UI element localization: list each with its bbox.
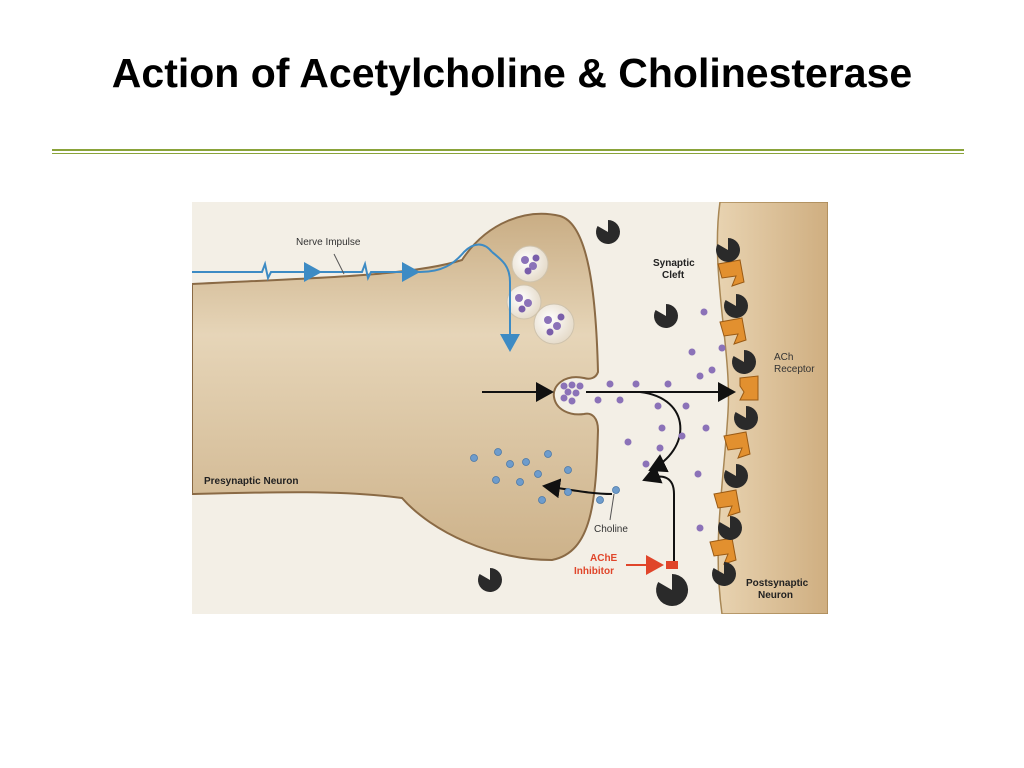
- nerve-impulse-label: Nerve Impulse: [296, 237, 361, 248]
- impulse-arrow: [491, 251, 520, 352]
- ach-release-cluster: [560, 381, 584, 405]
- synapse-diagram: Nerve Impulse Synaptic Cleft ACh Recepto…: [192, 202, 828, 614]
- ache-inhibitor-label-2: Inhibitor: [574, 566, 614, 577]
- reuptake-arrow: [542, 478, 613, 499]
- choline-label: Choline: [594, 524, 628, 535]
- acetylcholine-molecules: [594, 308, 726, 532]
- presynaptic-neuron-shape: [192, 212, 600, 562]
- ach-receptor-label-2: Receptor: [774, 364, 815, 375]
- impulse-label-leader: [333, 253, 345, 275]
- nerve-impulse-signal: [192, 243, 493, 281]
- synaptic-cleft-label-1: Synaptic: [653, 258, 695, 269]
- hydrolysis-arrow: [639, 391, 682, 473]
- choline-molecules: [470, 448, 620, 504]
- postsynaptic-neuron-label-1: Postsynaptic: [746, 578, 809, 589]
- title-divider: [52, 149, 964, 151]
- synaptic-vesicle-icon: [533, 303, 575, 345]
- presynaptic-neuron-label: Presynaptic Neuron: [204, 476, 298, 487]
- title-divider-thin: [52, 153, 964, 154]
- choline-label-leader: [609, 493, 615, 521]
- synaptic-vesicle-icon: [511, 245, 549, 283]
- enzyme-to-choline-arrow: [642, 464, 675, 562]
- ache-inhibitor-label-1: AChE: [590, 553, 618, 564]
- inhibitor-block: [666, 561, 678, 569]
- ache-enzyme-icon: [477, 220, 758, 606]
- slide-title: Action of Acetylcholine & Cholinesterase: [111, 50, 913, 96]
- synaptic-vesicle-icon: [506, 284, 542, 320]
- postsynaptic-neuron-label-2: Neuron: [758, 590, 793, 601]
- ach-receptor-label-1: ACh: [774, 352, 793, 363]
- synaptic-cleft-label-2: Cleft: [662, 270, 685, 281]
- ach-receptor-icon: [709, 259, 759, 565]
